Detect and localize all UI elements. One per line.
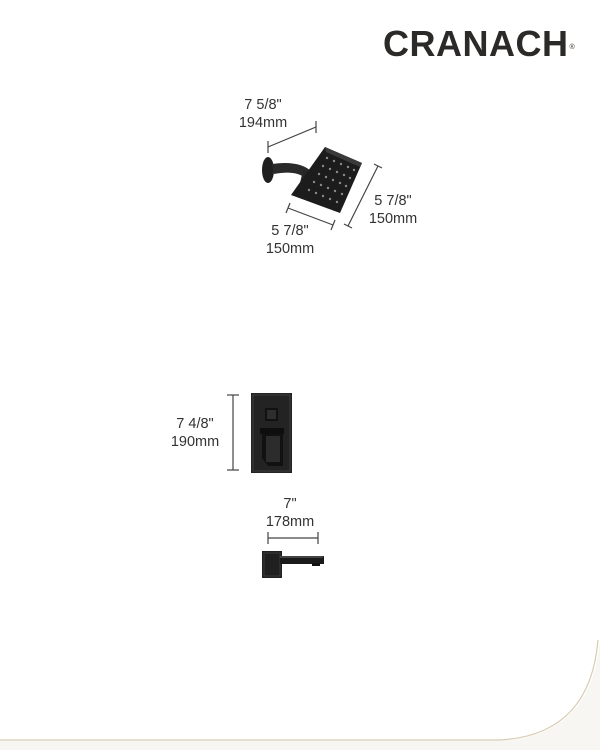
tub-spout-length-dimension: 7" 178mm — [258, 495, 322, 531]
valve-trim-dimension-line — [227, 394, 239, 471]
shower-head-width-dimension: 5 7/8" 150mm — [258, 222, 322, 258]
tub-spout-length-inches: 7" — [283, 496, 297, 512]
shower-head-illustration — [262, 147, 362, 213]
shower-head-width-dimension-line — [285, 202, 336, 231]
valve-trim-height-dimension: 7 4/8" 190mm — [162, 415, 228, 451]
shower-arm-inches: 7 5/8" — [244, 97, 282, 113]
tub-spout-dimension-line — [267, 532, 319, 544]
brand-name: CRANACH — [383, 23, 569, 64]
shower-arm-mm: 194mm — [238, 115, 288, 131]
shower-head-width-inches: 5 7/8" — [271, 223, 309, 239]
shower-head-height-mm: 150mm — [368, 211, 418, 227]
valve-trim-height-mm: 190mm — [170, 434, 220, 450]
tub-spout-length-mm: 178mm — [265, 514, 315, 530]
valve-trim-illustration — [251, 393, 292, 473]
shower-head-width-mm: 150mm — [265, 241, 315, 257]
registered-mark: ® — [569, 44, 576, 51]
shower-head-height-dimension: 5 7/8" 150mm — [360, 192, 426, 228]
valve-trim-height-inches: 7 4/8" — [176, 416, 214, 432]
shower-arm-dimension: 7 5/8" 194mm — [232, 96, 294, 132]
shower-arm-dimension-line — [267, 121, 317, 153]
brand-logo: CRANACH® — [383, 24, 575, 64]
shower-head-height-inches: 5 7/8" — [374, 193, 412, 209]
shower-head-height-dimension-line — [343, 163, 383, 229]
tub-spout-illustration — [262, 551, 324, 578]
